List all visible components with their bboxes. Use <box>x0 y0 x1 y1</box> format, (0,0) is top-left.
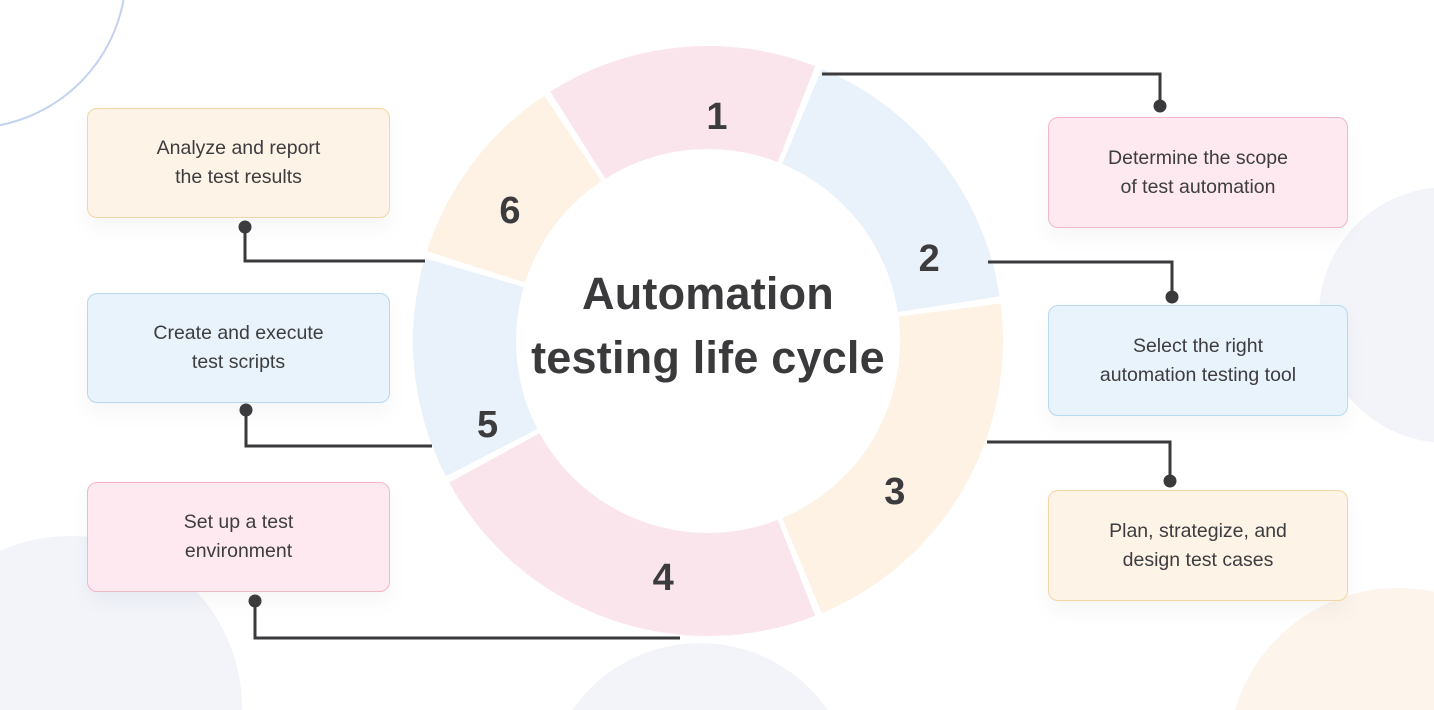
step-label-line: design test cases <box>1122 548 1274 571</box>
decorative-circle <box>572 643 828 710</box>
step-box-create-execute: Create and execute test scripts <box>87 293 390 403</box>
step-label-line: Set up a test <box>183 511 294 533</box>
decorative-circle <box>1234 588 1434 710</box>
step-box-analyze-report: Analyze and report the test results <box>87 108 390 218</box>
step-box-plan-design: Plan, strategize, and design test cases <box>1048 490 1348 601</box>
step-label-line: Select the right <box>1132 334 1264 357</box>
connector-dot-step6 <box>238 220 252 234</box>
step-label-line: the test results <box>175 166 302 188</box>
connector-line-step2 <box>988 260 1174 291</box>
step-box-determine-scope: Determine the scope of test automation <box>1048 117 1348 228</box>
connector-dot-step1 <box>1153 99 1167 113</box>
connector-line-step4 <box>253 607 680 640</box>
wheel-segment-3 <box>782 303 1003 614</box>
connector-dot-step2 <box>1165 290 1179 304</box>
wheel-segment-6 <box>426 95 602 283</box>
step-label-line: Plan, strategize, and <box>1109 519 1287 542</box>
segment-number-3: 3 <box>884 470 906 513</box>
connector-line-step5 <box>244 416 432 448</box>
connector-line-step6 <box>243 233 425 263</box>
step-label-line: test scripts <box>191 351 286 373</box>
connector-dot-step4 <box>248 594 262 608</box>
wheel-segment-1 <box>550 45 816 179</box>
step-label-line: Create and execute <box>153 322 324 344</box>
step-box-select-tool: Select the right automation testing tool <box>1048 305 1348 416</box>
segment-number-1: 1 <box>706 96 728 139</box>
step-label-line: Analyze and report <box>156 137 321 159</box>
connector-line-step3 <box>987 440 1172 475</box>
segment-number-2: 2 <box>918 237 940 280</box>
wheel-title: Automation testing life cycle <box>531 268 885 383</box>
wheel-segment-5 <box>413 258 538 477</box>
step-box-setup-environment: Set up a test environment <box>87 482 390 592</box>
wheel-segment-2 <box>782 68 1000 312</box>
connector-dot-step3 <box>1163 474 1177 488</box>
connector-dot-step5 <box>239 403 253 417</box>
wheel-segment-4 <box>449 433 816 636</box>
connector-line-step1 <box>822 72 1162 100</box>
step-label-line: Determine the scope <box>1108 146 1288 169</box>
step-label-line: of test automation <box>1120 175 1276 198</box>
segment-number-4: 4 <box>652 556 674 599</box>
segment-number-6: 6 <box>499 189 521 232</box>
segment-number-5: 5 <box>476 404 499 447</box>
step-label-line: automation testing tool <box>1099 363 1297 386</box>
step-label-line: environment <box>184 540 293 562</box>
